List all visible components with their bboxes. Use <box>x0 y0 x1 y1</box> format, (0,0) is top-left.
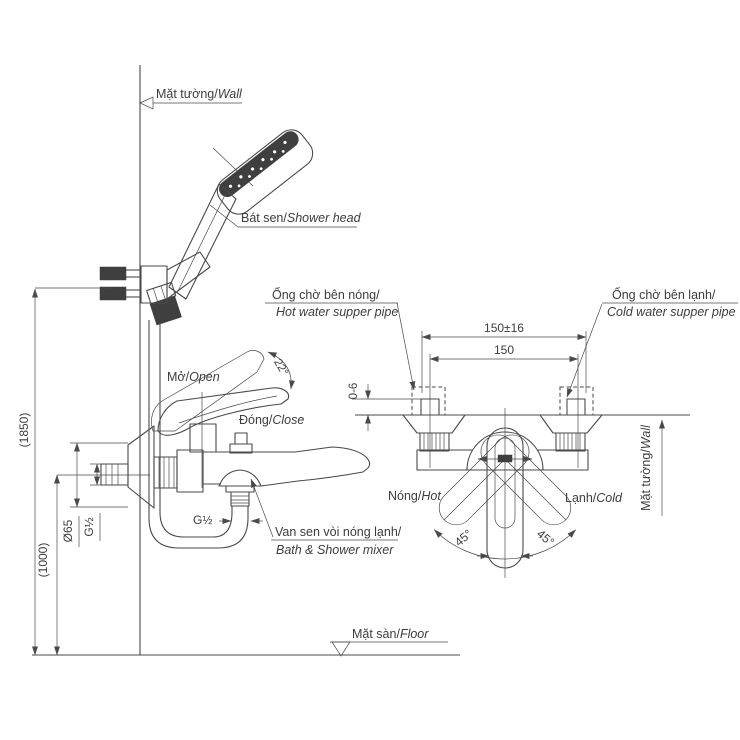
cold-supply-pipe <box>559 386 594 416</box>
floor-datum-icon <box>331 641 351 657</box>
svg-text:Ống chờ bên nóng/: Ống chờ bên nóng/ <box>272 287 380 302</box>
svg-text:Mặt tường/Wall: Mặt tường/Wall <box>639 424 653 511</box>
svg-text:Ống chờ bên lạnh/: Ống chờ bên lạnh/ <box>612 287 716 302</box>
handle-closed <box>157 387 290 436</box>
shower-handle <box>168 183 237 300</box>
pipe-protrusion-dim: 0-6 <box>348 383 421 431</box>
inlet-block <box>176 449 204 493</box>
center-distance-tolerance-dim: 150±16 <box>421 321 587 393</box>
hose-nut <box>146 281 182 326</box>
mixer-handle-front: 45° 45° <box>434 408 576 578</box>
side-view: Mặt tường/Wall <box>17 65 460 657</box>
close-label: Đóng/Close <box>239 413 304 427</box>
wall-screw <box>99 286 141 301</box>
wall-screw <box>99 266 141 281</box>
svg-text:G½: G½ <box>82 517 96 536</box>
svg-text:150: 150 <box>494 343 514 357</box>
mixer-label: Van sen vòi nóng lạnh/ Bath & Shower mix… <box>250 478 402 557</box>
handle-open <box>151 350 265 432</box>
lever-pivot <box>189 423 217 453</box>
cold-union <box>539 414 603 452</box>
inlet-pipe <box>100 463 129 486</box>
hot-supply-pipe <box>411 386 446 416</box>
svg-text:Van sen vòi nóng lạnh/: Van sen vòi nóng lạnh/ <box>275 525 402 539</box>
hot-supply-label: Ống chờ bên nóng/ Hot water supper pipe <box>265 287 416 391</box>
open-label: Mở/Open <box>167 370 220 384</box>
mixer-body <box>202 446 371 487</box>
wall-top-label: Mặt tường/Wall <box>139 87 243 110</box>
svg-text:Mặt sàn/Floor: Mặt sàn/Floor <box>352 627 429 641</box>
hose-outlet <box>225 485 255 507</box>
svg-text:Bath & Shower mixer: Bath & Shower mixer <box>276 543 394 557</box>
svg-text:0-6: 0-6 <box>348 383 360 400</box>
wall-bracket <box>140 251 211 304</box>
mixer-height-dim: (1000) <box>36 474 150 656</box>
spray-face <box>219 131 299 197</box>
arrow-left-icon <box>139 96 154 110</box>
shower-head-label: Bát sen/Shower head <box>209 204 362 228</box>
svg-text:150±16: 150±16 <box>484 321 524 335</box>
connection-nut <box>153 456 178 489</box>
inlet-thread-dim: G½ <box>82 463 126 541</box>
cold-label: Lạnh/Cold <box>565 491 623 505</box>
shower-head <box>146 129 314 326</box>
hot-union <box>402 414 466 452</box>
svg-text:Ø65: Ø65 <box>61 519 75 542</box>
wall-right-label: Mặt tường/Wall <box>639 419 665 516</box>
cold-supply-label: Ống chờ bên lạnh/ Cold water supper pipe <box>566 287 738 398</box>
shower-height-dim: (1850) <box>17 287 116 656</box>
svg-text:(1000): (1000) <box>36 543 50 578</box>
diverter-knob <box>229 432 253 454</box>
open-angle-dim: 22° <box>271 357 290 378</box>
floor-label: Mặt sàn/Floor <box>330 627 448 657</box>
svg-text:G½: G½ <box>193 513 212 527</box>
center-distance-dim: 150 <box>429 343 579 362</box>
outlet-thread-dim: G½ <box>193 513 263 527</box>
svg-text:Mặt tường/Wall: Mặt tường/Wall <box>156 87 243 101</box>
mixer-side-view: 22° <box>100 350 371 509</box>
spout-dome <box>218 469 262 487</box>
front-view: 150±16 150 0-6 <box>265 287 738 578</box>
escutcheon-flange <box>127 425 155 509</box>
svg-text:Bát sen/Shower head: Bát sen/Shower head <box>241 211 362 225</box>
svg-text:(1850): (1850) <box>17 413 31 448</box>
svg-text:Cold water supper pipe: Cold water supper pipe <box>607 305 736 319</box>
svg-text:Hot water supper pipe: Hot water supper pipe <box>276 305 398 319</box>
swing-right-dim: 45° <box>534 527 557 550</box>
hot-label: Nóng/Hot <box>388 489 441 503</box>
